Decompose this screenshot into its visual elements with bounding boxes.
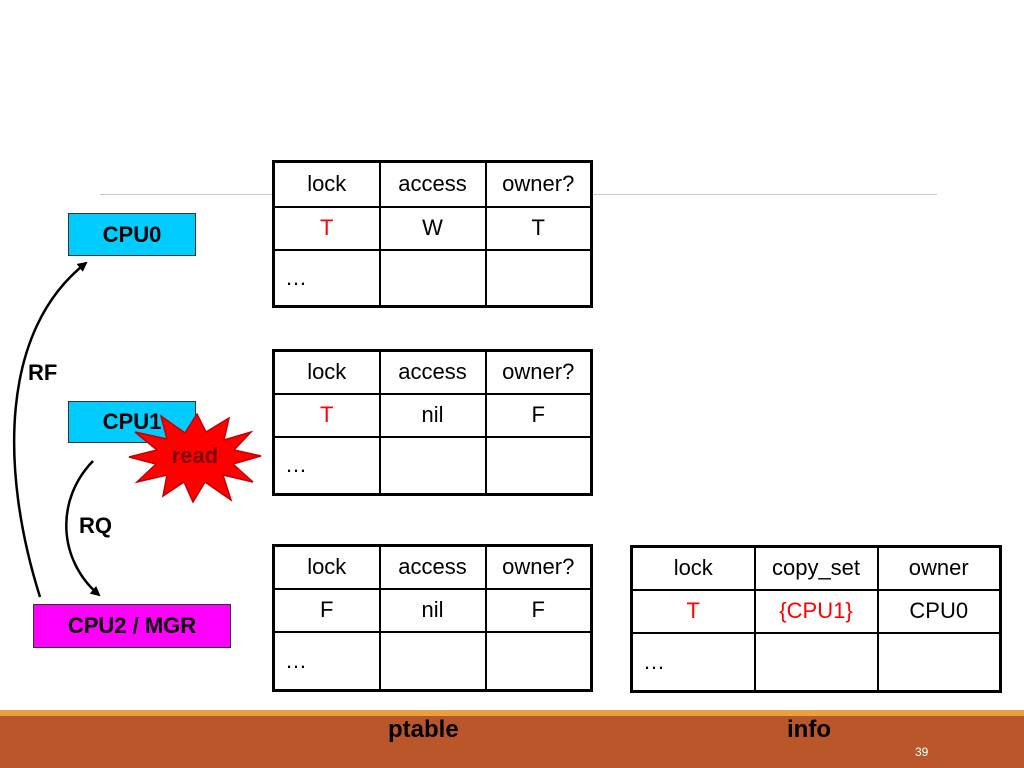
header-cell: owner? [484,160,593,208]
table-row: … [272,435,593,496]
rq-arrow [65,460,101,597]
table-cell: T [272,392,381,438]
footer-bar [0,716,1024,768]
table-cell [484,630,593,692]
header-cell: owner? [484,544,593,590]
table-cell: nil [378,392,487,438]
table-cell [378,435,487,496]
manager-info-table: lock copy_set owner T {CPU1} CPU0 … [630,545,1002,693]
table-cell: {CPU1} [753,588,879,634]
ellipsis-cell: … [272,630,381,692]
table-row: F nil F [272,587,593,633]
cpu1-ptable: lock access owner? T nil F … [272,349,593,496]
table-cell: nil [378,587,487,633]
cpu1-label: CPU1 [102,409,162,434]
header-cell: lock [272,349,381,395]
table-row: T nil F [272,392,593,438]
table-row: T {CPU1} CPU0 [630,588,1002,634]
table-row: T W T [272,205,593,251]
table-cell [484,435,593,496]
cpu2-mgr-box: CPU2 / MGR [33,604,231,648]
table-cell [753,631,879,693]
table-cell [484,248,593,308]
table-cell [378,248,487,308]
header-cell: lock [272,544,381,590]
header-cell: owner [876,545,1002,591]
table-cell: W [378,205,487,251]
cpu2-ptable: lock access owner? F nil F … [272,544,593,692]
ptable-caption: ptable [388,716,459,743]
starburst-icon [128,412,262,504]
table-header-row: lock access owner? [272,544,593,590]
rq-label: RQ [79,513,112,538]
table-cell [876,631,1002,693]
table-cell: F [484,392,593,438]
header-cell: access [378,160,487,208]
table-cell: T [630,588,756,634]
header-cell: lock [630,545,756,591]
read-fault-label: read [171,443,219,468]
header-cell: access [378,349,487,395]
table-header-row: lock copy_set owner [630,545,1002,591]
header-cell: copy_set [753,545,879,591]
cpu0-label: CPU0 [102,221,162,247]
footer-stripe [0,710,1024,716]
info-caption: info [787,716,831,743]
table-header-row: lock access owner? [272,349,593,395]
read-fault-burst: read [127,412,263,504]
table-cell: F [484,587,593,633]
cpu2-mgr-label: CPU2 / MGR [67,613,197,638]
ellipsis-cell: … [272,435,381,496]
table-cell: T [272,205,381,251]
table-row: … [272,630,593,692]
header-cell: lock [272,160,381,208]
header-cell: owner? [484,349,593,395]
cpu0-box: CPU0 [68,213,196,256]
table-header-row: lock access owner? [272,160,593,208]
table-row: … [630,631,1002,693]
table-cell: T [484,205,593,251]
table-cell: CPU0 [876,588,1002,634]
table-row: … [272,248,593,308]
page-number: 39 [915,745,929,759]
cpu0-ptable: lock access owner? T W T … [272,160,593,308]
table-cell: F [272,587,381,633]
ellipsis-cell: … [272,248,381,308]
header-cell: access [378,544,487,590]
rf-label: RF [28,360,58,385]
table-cell [378,630,487,692]
ellipsis-cell: … [630,631,756,693]
rf-arrow [12,261,88,598]
